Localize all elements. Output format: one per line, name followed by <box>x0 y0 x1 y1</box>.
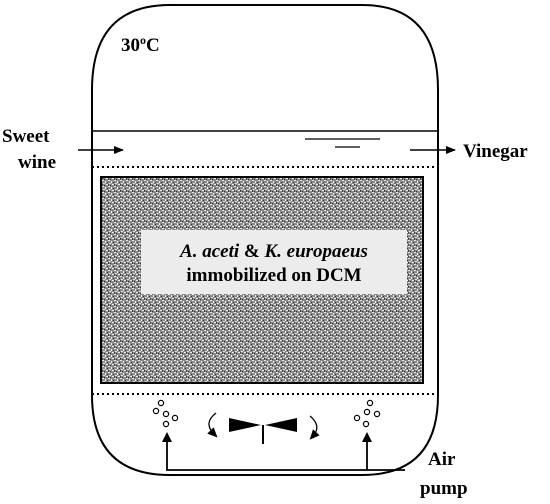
pump-label-line2: pump <box>420 478 468 499</box>
rotation-arrow-icon <box>309 415 320 440</box>
air-line <box>166 441 405 471</box>
rotation-arrow-icon <box>207 412 218 438</box>
bed-label-background <box>141 230 407 294</box>
temperature-label: 30oC <box>121 33 160 56</box>
arrow-up-icon <box>362 432 372 442</box>
inlet-label-line1: Sweet <box>2 126 50 147</box>
bubbles-icon <box>152 399 179 428</box>
pump-label-line1: Air <box>428 449 456 470</box>
bubbles-icon <box>353 399 381 428</box>
arrow-up-icon <box>162 432 172 442</box>
inlet-label-line2: wine <box>18 152 56 173</box>
bed-label-line1: A. aceti & K. europaeus <box>179 241 368 262</box>
bed-label-line2: immobilized on DCM <box>186 265 361 286</box>
outlet-label: Vinegar <box>463 141 528 162</box>
stirrer-icon <box>229 418 297 444</box>
